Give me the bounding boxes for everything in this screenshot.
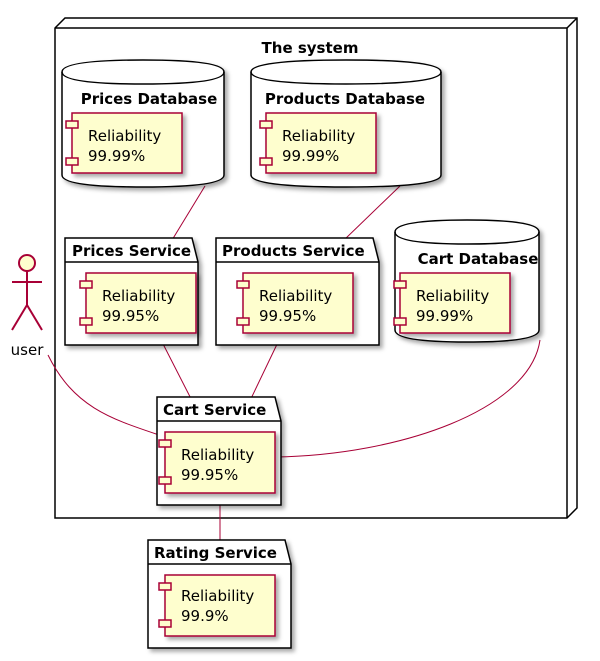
products-database-title: Products Database	[265, 90, 425, 108]
cart-database-component-line1: Reliability	[416, 287, 489, 305]
products-database: Products Database Reliability 99.99%	[250, 59, 442, 188]
cart-service-title: Cart Service	[163, 401, 266, 419]
prices-database: Prices Database Reliability 99.99%	[61, 59, 225, 188]
prices-database-component-line1: Reliability	[88, 127, 161, 145]
prices-database-component: Reliability 99.99%	[65, 112, 183, 174]
rating-service-component-line2: 99.9%	[181, 607, 229, 625]
edge-cart-db-cart	[274, 339, 541, 458]
stick-figure-icon	[11, 254, 43, 331]
products-database-component: Reliability 99.99%	[259, 112, 377, 174]
cart-database: Cart Database Reliability 99.99%	[393, 219, 540, 343]
products-service-package: Products Service Reliability 99.95%	[215, 237, 380, 346]
rating-service-title: Rating Service	[154, 544, 277, 562]
products-service-component-line1: Reliability	[259, 287, 332, 305]
products-database-component-line1: Reliability	[282, 127, 355, 145]
prices-database-component-line2: 99.99%	[88, 147, 145, 165]
prices-service-package: Prices Service Reliability 99.95%	[64, 237, 199, 346]
prices-service-title: Prices Service	[72, 242, 191, 260]
products-service-title: Products Service	[222, 242, 365, 260]
edge-user-cart	[47, 354, 169, 439]
cart-service-package: Cart Service Reliability 99.95%	[156, 396, 282, 506]
cart-service-component-line2: 99.95%	[181, 466, 238, 484]
prices-database-title: Prices Database	[81, 90, 218, 108]
cart-service-component: Reliability 99.95%	[158, 431, 276, 494]
prices-service-component-line2: 99.95%	[102, 307, 159, 325]
cart-database-component-line2: 99.99%	[416, 307, 473, 325]
prices-service-component-line1: Reliability	[102, 287, 175, 305]
rating-service-package: Rating Service Reliability 99.9%	[147, 539, 292, 649]
prices-service-component: Reliability 99.95%	[79, 272, 197, 334]
cart-service-component-line1: Reliability	[181, 446, 254, 464]
cart-database-component: Reliability 99.99%	[393, 272, 511, 334]
user-label: user	[11, 341, 45, 359]
rating-service-component-line1: Reliability	[181, 587, 254, 605]
products-database-component-line2: 99.99%	[282, 147, 339, 165]
products-service-component: Reliability 99.95%	[236, 272, 354, 334]
user-actor: user	[11, 254, 45, 359]
system-title: The system	[262, 39, 359, 57]
cart-database-title: Cart Database	[418, 250, 539, 268]
rating-service-component: Reliability 99.9%	[158, 574, 276, 637]
products-service-component-line2: 99.95%	[259, 307, 316, 325]
